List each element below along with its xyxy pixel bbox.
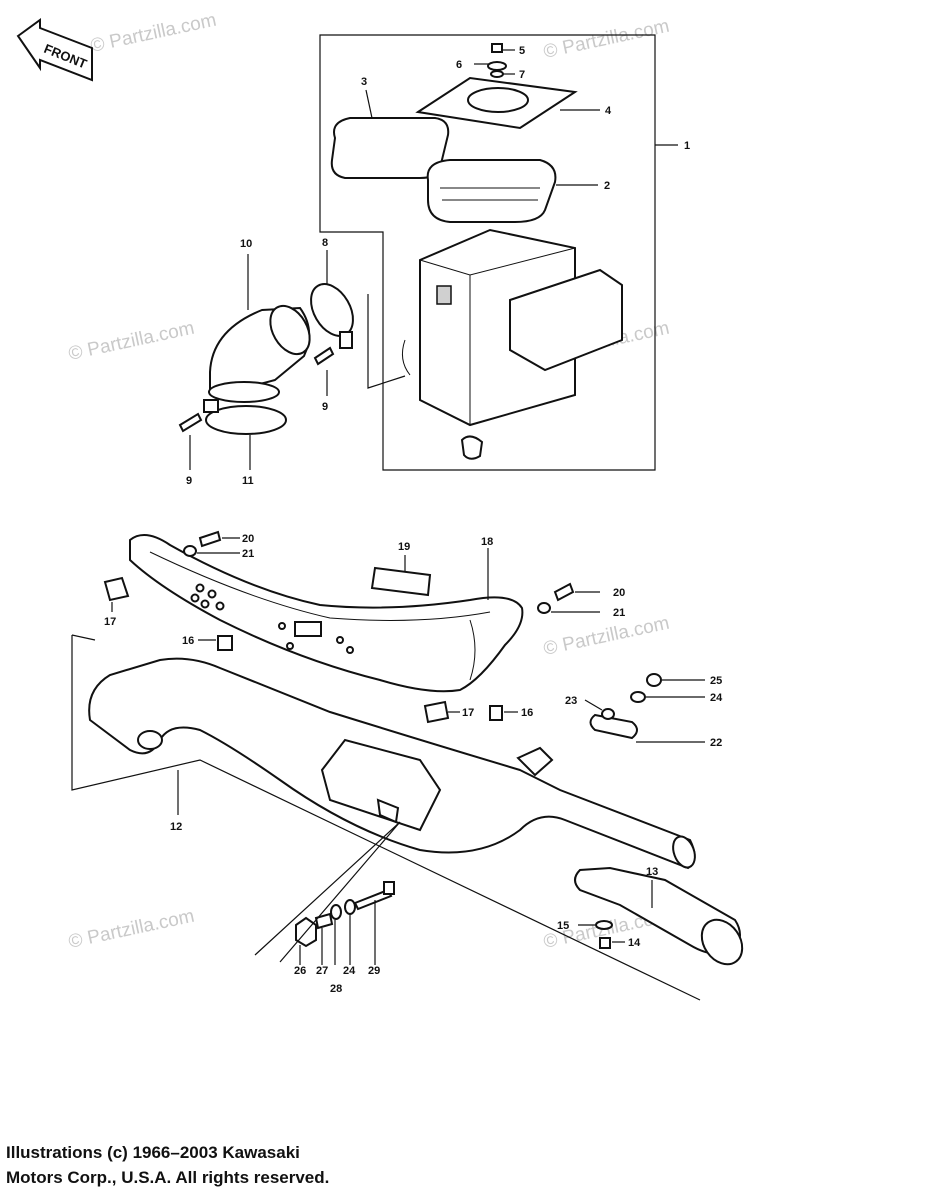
callout-28: 28 <box>330 983 342 995</box>
callout-9-b: 9 <box>186 475 192 487</box>
callout-labels: 1 2 3 4 5 6 7 8 9 9 10 11 12 13 14 15 16… <box>104 45 723 995</box>
callout-18: 18 <box>481 536 493 548</box>
callout-9: 9 <box>322 401 328 413</box>
watermark: © Partzilla.com <box>89 10 219 57</box>
copyright-line-1: Illustrations (c) 1966–2003 Kawasaki <box>6 1143 300 1162</box>
callout-5: 5 <box>519 45 525 57</box>
callout-24: 24 <box>710 692 723 704</box>
callout-27: 27 <box>316 965 328 977</box>
callout-22: 22 <box>710 737 722 749</box>
callout-13: 13 <box>646 866 658 878</box>
callout-20: 20 <box>242 533 254 545</box>
watermark: © Partzilla.com <box>67 906 197 953</box>
air-cleaner-assembly <box>178 34 678 471</box>
callout-6: 6 <box>456 59 462 71</box>
muffler-assembly <box>71 530 744 1001</box>
callout-4: 4 <box>605 105 612 117</box>
callout-17: 17 <box>104 616 116 628</box>
callout-21: 21 <box>242 548 254 560</box>
callout-10: 10 <box>240 238 252 250</box>
callout-8: 8 <box>322 237 328 249</box>
watermark: © Partzilla.com <box>542 613 672 660</box>
callout-12: 12 <box>170 821 182 833</box>
callout-15: 15 <box>557 920 569 932</box>
callout-21-b: 21 <box>613 607 625 619</box>
callout-29: 29 <box>368 965 380 977</box>
callout-23: 23 <box>565 695 577 707</box>
callout-7: 7 <box>519 69 525 81</box>
callout-26: 26 <box>294 965 306 977</box>
callout-14: 14 <box>628 937 641 949</box>
copyright-notice: Illustrations (c) 1966–2003 Kawasaki Mot… <box>6 1140 606 1190</box>
callout-25: 25 <box>710 675 722 687</box>
watermark: © Partzilla.com <box>67 318 197 365</box>
callout-11: 11 <box>242 475 254 487</box>
guard-holes <box>190 583 354 654</box>
callout-3: 3 <box>361 76 367 88</box>
callout-20-b: 20 <box>613 587 625 599</box>
callout-24-b: 24 <box>343 965 356 977</box>
callout-16: 16 <box>182 635 194 647</box>
callout-16-b: 16 <box>521 707 533 719</box>
callout-17-b: 17 <box>462 707 474 719</box>
callout-2: 2 <box>604 180 610 192</box>
front-arrow: FRONT <box>16 18 93 82</box>
callout-1: 1 <box>684 140 690 152</box>
copyright-line-2: Motors Corp., U.S.A. All rights reserved… <box>6 1168 330 1187</box>
callout-19: 19 <box>398 541 410 553</box>
watermark: © Partzilla.com <box>542 16 672 63</box>
